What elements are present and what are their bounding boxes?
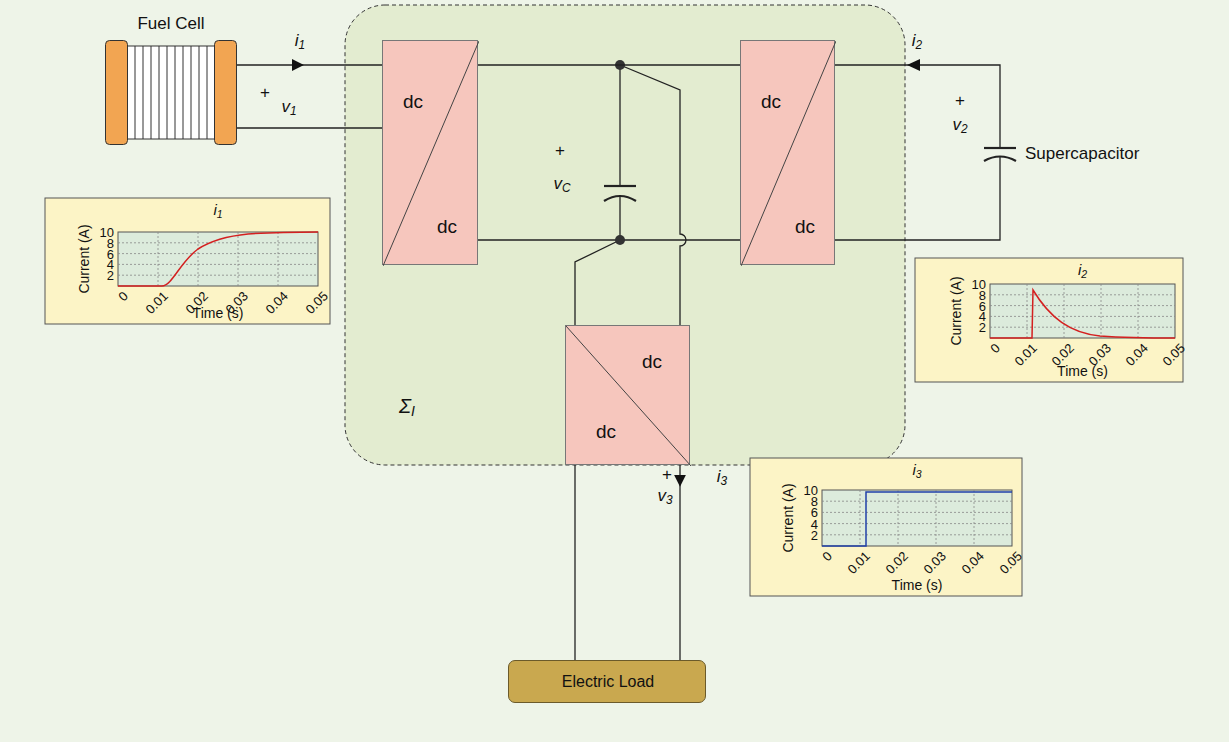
junction-dot xyxy=(615,235,625,245)
axis-label: Current (A) xyxy=(77,224,91,293)
converter-label: dc xyxy=(403,92,423,111)
plot-panel xyxy=(750,458,1022,596)
wires xyxy=(237,65,1016,660)
fuel-cell-stack xyxy=(105,40,237,145)
plot-grid xyxy=(118,232,1175,546)
signal-name: i2 xyxy=(912,32,922,52)
fuel-cell: Fuel Cell xyxy=(105,40,237,145)
wire xyxy=(835,65,1000,148)
polarity-sign: + xyxy=(555,142,565,159)
converter-label: dc xyxy=(596,422,616,441)
current-plot: i3Current (A) Time (s) xyxy=(750,458,1022,596)
tick-label: 4 xyxy=(811,517,818,530)
wire xyxy=(619,196,620,240)
current-arrow xyxy=(907,59,920,71)
axis-label: Time (s) xyxy=(1057,364,1108,378)
converter-label: dc xyxy=(795,217,815,236)
dc-converter: dc dc xyxy=(382,40,478,265)
region-symbol: ΣI xyxy=(399,396,415,419)
converter-diagonal xyxy=(383,41,479,266)
interface-region: ΣI dc dc dc dc dc dc xyxy=(345,5,905,465)
polarity-sign: + xyxy=(260,84,270,101)
tick-label: 8 xyxy=(811,495,818,508)
converter-label: dc xyxy=(761,92,781,111)
wire xyxy=(237,127,382,128)
current-plot: i2Current (A) Time (s) xyxy=(915,258,1183,382)
signal-name: i3 xyxy=(717,468,727,488)
polarity-sign: + xyxy=(662,466,672,483)
plot-title: i2 xyxy=(1078,262,1087,279)
signal-name: vC xyxy=(553,175,570,195)
plot-panel xyxy=(915,258,1183,382)
load-label: Electric Load xyxy=(562,674,655,690)
polarity-sign: + xyxy=(955,92,965,109)
wire xyxy=(620,65,686,325)
wire xyxy=(835,157,1000,240)
axis-label: Current (A) xyxy=(949,276,963,345)
wire-connector xyxy=(478,64,740,65)
wire-connector xyxy=(237,64,382,65)
interface-region xyxy=(345,5,905,465)
signal-name: v1 xyxy=(281,98,296,118)
tick-label: 10 xyxy=(100,226,114,239)
dc-converter: dc dc xyxy=(565,325,690,465)
signal-name: i1 xyxy=(295,32,305,52)
wire xyxy=(619,65,620,186)
plot-title: i3 xyxy=(912,462,921,479)
dc-converter: dc dc xyxy=(740,40,835,265)
current-curve xyxy=(822,492,1012,546)
electric-load: Electric Load xyxy=(508,660,706,703)
wire-connector xyxy=(679,465,680,660)
current-curve xyxy=(118,232,318,286)
wire xyxy=(478,239,740,240)
axis-label: Time (s) xyxy=(892,578,943,592)
tick-label: 10 xyxy=(972,278,986,291)
current-curve xyxy=(990,290,1175,338)
plot-panel xyxy=(45,198,330,324)
wire xyxy=(574,465,575,660)
tick-label: 6 xyxy=(811,506,818,519)
axis-label: Current (A) xyxy=(781,483,795,552)
capacitor-plate xyxy=(604,185,636,187)
tick-label: 2 xyxy=(811,528,818,541)
component-label: Supercapacitor xyxy=(1025,145,1139,162)
plot-title: i1 xyxy=(213,202,222,219)
supercapacitor-plate xyxy=(984,147,1016,149)
signal-name: v3 xyxy=(657,487,672,507)
converter-label: dc xyxy=(437,217,457,236)
converter-diagonal xyxy=(741,41,836,266)
converter-label: dc xyxy=(642,352,662,371)
wire xyxy=(575,240,620,325)
tick-label: 10 xyxy=(804,484,818,497)
converter-diagonal xyxy=(566,326,691,466)
signal-name: v2 xyxy=(952,116,967,136)
fuel-cell-label: Fuel Cell xyxy=(137,15,204,32)
